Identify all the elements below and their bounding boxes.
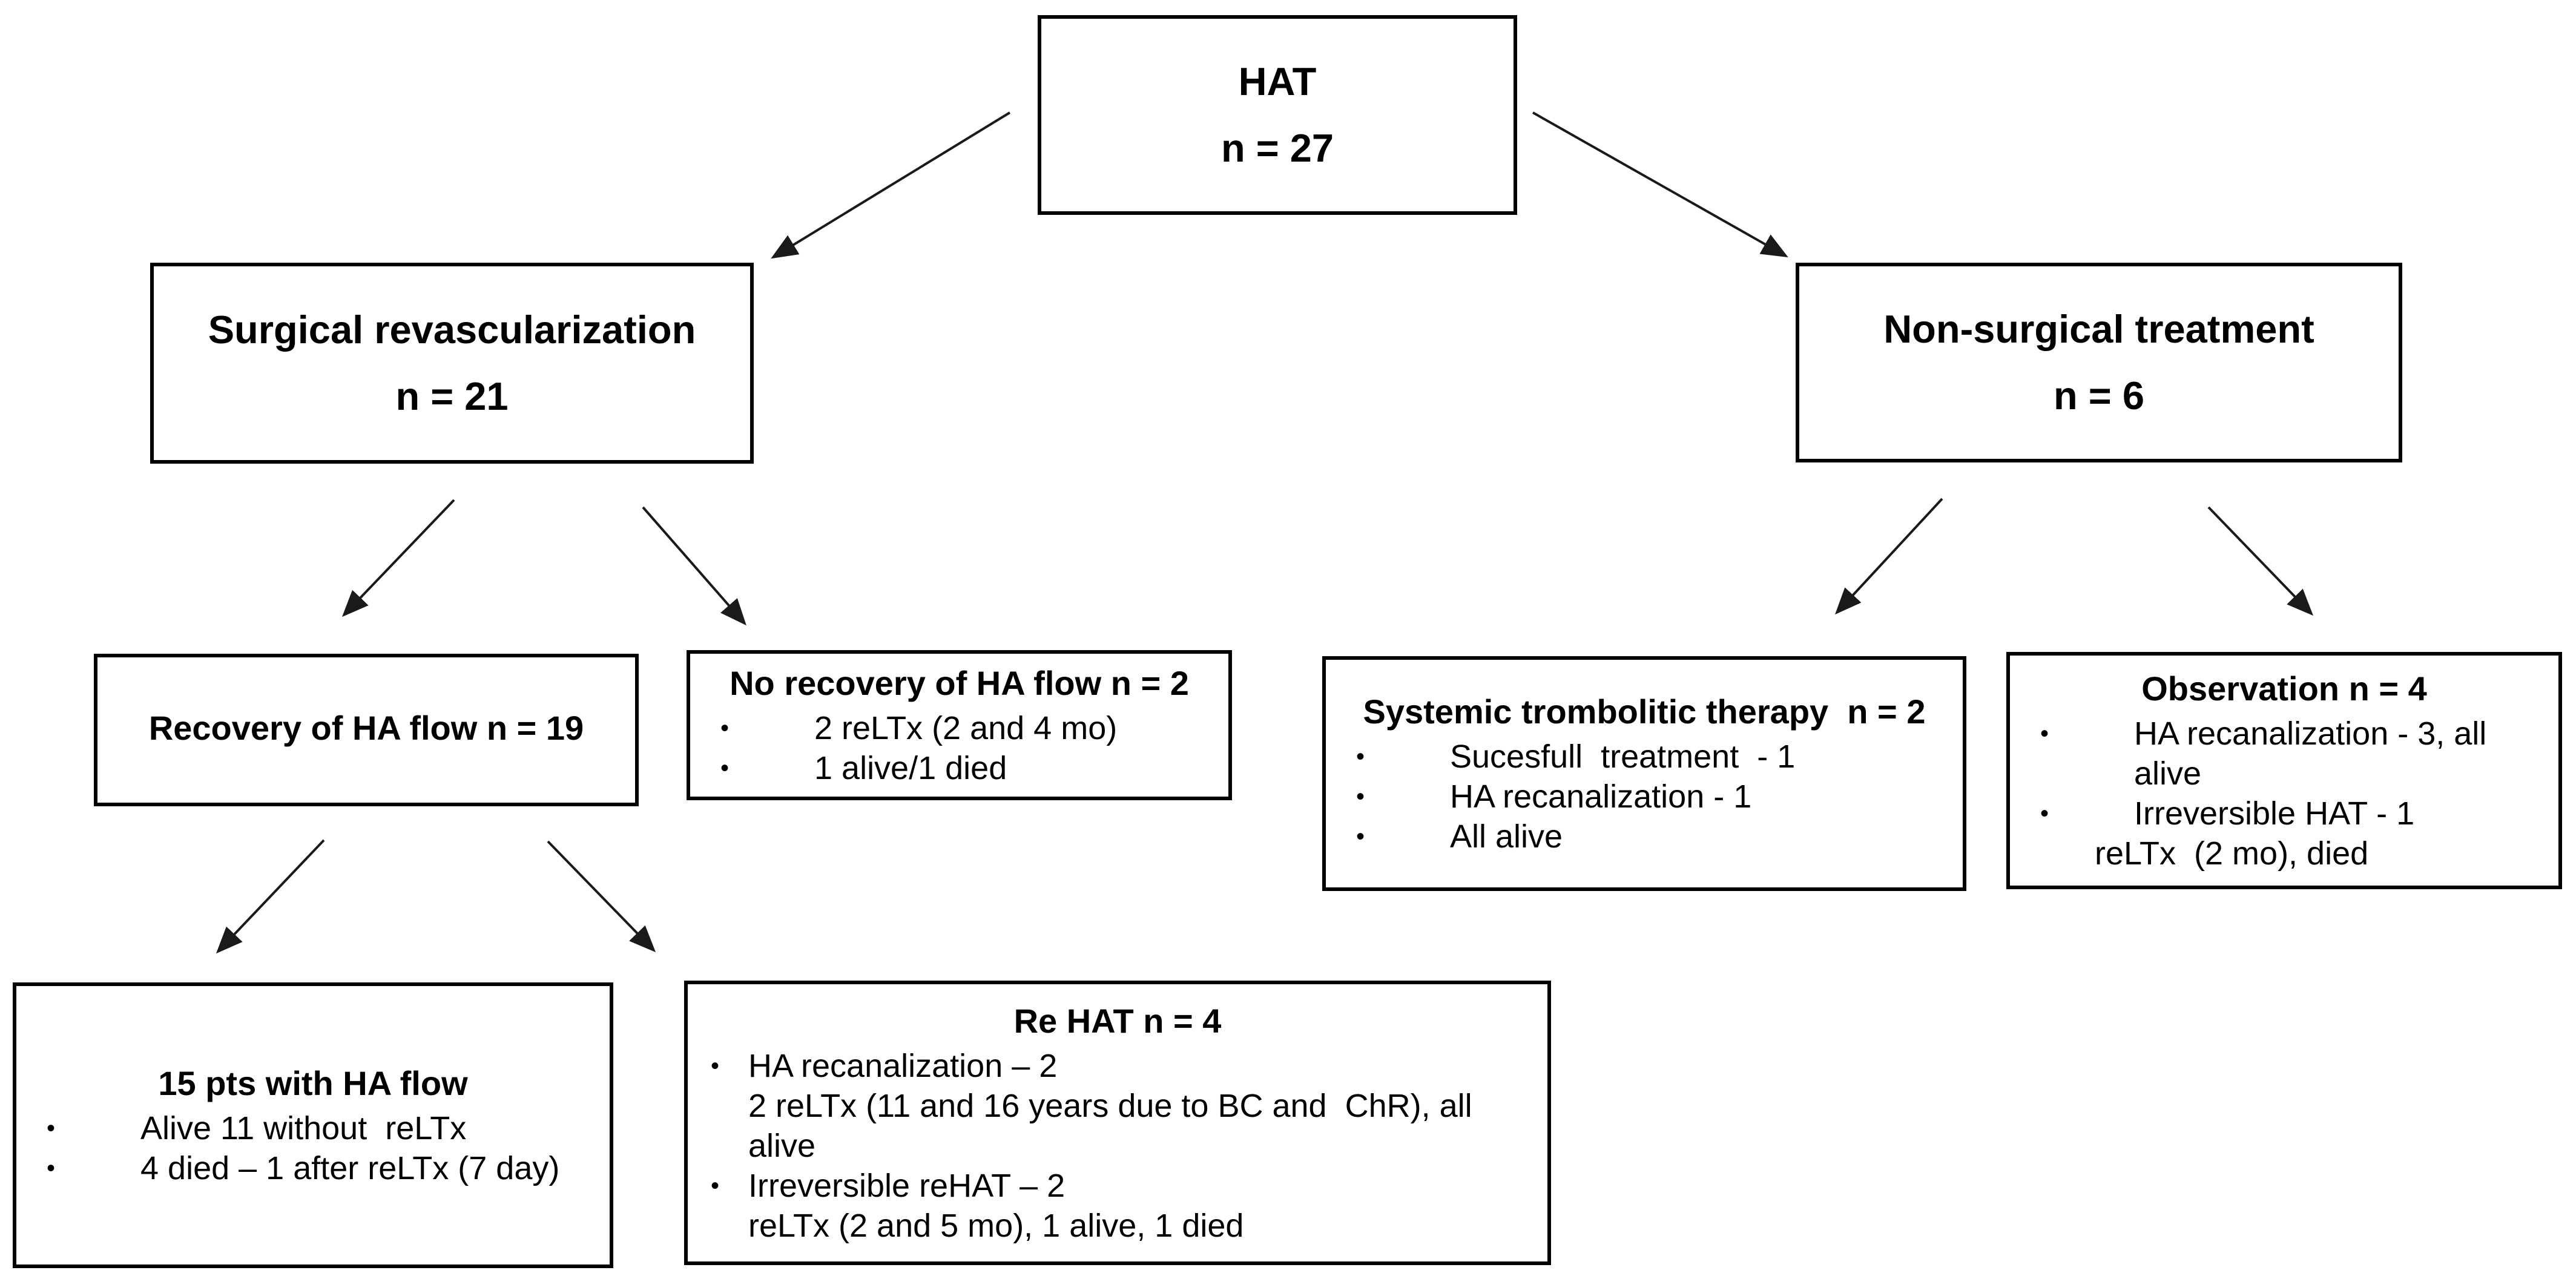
node-15pts-title: 15 pts with HA flow (158, 1064, 468, 1102)
list-item-continuation: reLTx (2 mo), died (2010, 834, 2558, 873)
list-item-continuation: reLTx (2 and 5 mo), 1 alive, 1 died (688, 1206, 1547, 1246)
list-item-text: HA recanalization - 3, all alive (2134, 715, 2496, 792)
list-item-text: Irreversible reHAT – 2 (748, 1168, 1066, 1204)
bullet-marker: • (720, 755, 730, 781)
bullet-marker: • (720, 715, 730, 742)
list-item-text: All alive (1450, 818, 1563, 855)
list-item-text: reLTx (2 and 5 mo), 1 alive, 1 died (748, 1208, 1244, 1244)
arrow-hat-to-non-surgical (1532, 111, 1788, 258)
node-rehat-title: Re HAT n = 4 (1013, 1002, 1222, 1040)
list-item: • 4 died – 1 after reLTx (7 day) (16, 1148, 610, 1188)
bullet-marker: • (1356, 823, 1365, 850)
arrow-recovery-to-15pts (216, 839, 325, 954)
node-surgical-count: n = 21 (395, 374, 509, 418)
bullet-marker: • (2040, 720, 2049, 747)
node-surgical-revascularization: Surgical revascularization n = 21 (150, 263, 754, 464)
node-no-recovery-of-ha-flow: No recovery of HA flow n = 2 • 2 reLTx (… (687, 650, 1232, 800)
node-systemic-title: Systemic trombolitic therapy n = 2 (1363, 692, 1926, 731)
node-non-surgical-count: n = 6 (2054, 373, 2144, 418)
node-recovery-of-ha-flow: Recovery of HA flow n = 19 (94, 654, 639, 806)
list-item: • HA recanalization - 1 (1326, 777, 1963, 817)
node-surgical-title: Surgical revascularization (208, 307, 696, 352)
arrow-recovery-to-rehat (547, 840, 656, 953)
node-no-recovery-title: No recovery of HA flow n = 2 (730, 664, 1189, 702)
arrow-hat-to-surgical (771, 111, 1011, 259)
list-item: • Irreversible reHAT – 2 (688, 1166, 1547, 1206)
node-hat-count: n = 27 (1220, 126, 1334, 170)
node-re-hat: Re HAT n = 4 • HA recanalization – 2 2 r… (684, 981, 1551, 1265)
list-item: • HA recanalization – 2 (688, 1046, 1547, 1086)
arrow-non-surgical-to-observation (2207, 506, 2314, 616)
list-item: • 1 alive/1 died (690, 748, 1228, 788)
list-item: • 2 reLTx (2 and 4 mo) (690, 708, 1228, 748)
list-item-continuation: 2 reLTx (11 and 16 years due to BC and C… (688, 1086, 1547, 1166)
list-item-text: HA recanalization - 1 (1450, 778, 1752, 815)
list-item-text: 2 reLTx (2 and 4 mo) (814, 710, 1118, 746)
list-item-text: reLTx (2 mo), died (2095, 835, 2369, 872)
arrow-surgical-to-no-recovery (642, 506, 746, 626)
node-non-surgical-title: Non-surgical treatment (1883, 306, 2314, 351)
node-hat-title: HAT (1238, 59, 1317, 104)
bullet-marker: • (47, 1155, 56, 1182)
list-item: • Irreversible HAT - 1 (2010, 794, 2558, 834)
node-observation-title: Observation n = 4 (2141, 669, 2427, 708)
bullet-marker: • (1356, 743, 1365, 770)
bullet-marker: • (47, 1115, 56, 1142)
list-item-text: 1 alive/1 died (814, 750, 1007, 786)
list-item: • HA recanalization - 3, all alive (2010, 714, 2558, 794)
list-item-text: 2 reLTx (11 and 16 years due to BC and C… (748, 1088, 1481, 1164)
node-non-surgical-treatment: Non-surgical treatment n = 6 (1796, 263, 2402, 462)
list-item: • Sucesfull treatment - 1 (1326, 737, 1963, 777)
list-item-text: Sucesfull treatment - 1 (1450, 738, 1796, 775)
list-item-text: Irreversible HAT - 1 (2134, 795, 2415, 832)
list-item: • Alive 11 without reLTx (16, 1108, 610, 1148)
node-observation: Observation n = 4 • HA recanalization - … (2006, 652, 2562, 889)
list-item-text: HA recanalization – 2 (748, 1048, 1058, 1084)
node-15-pts-with-ha-flow: 15 pts with HA flow • Alive 11 without r… (13, 982, 613, 1268)
node-hat: HAT n = 27 (1038, 15, 1517, 215)
list-item-text: Alive 11 without reLTx (140, 1110, 467, 1146)
bullet-marker: • (711, 1053, 720, 1079)
bullet-marker: • (2040, 800, 2049, 827)
bullet-marker: • (711, 1172, 720, 1199)
node-recovery-title: Recovery of HA flow n = 19 (148, 709, 584, 747)
list-item: • All alive (1326, 817, 1963, 857)
arrow-non-surgical-to-systemic (1835, 498, 1943, 615)
node-systemic-trombolitic-therapy: Systemic trombolitic therapy n = 2 • Suc… (1322, 656, 1966, 891)
bullet-marker: • (1356, 783, 1365, 810)
list-item-text: 4 died – 1 after reLTx (7 day) (140, 1150, 560, 1186)
arrow-surgical-to-recovery (341, 499, 455, 617)
